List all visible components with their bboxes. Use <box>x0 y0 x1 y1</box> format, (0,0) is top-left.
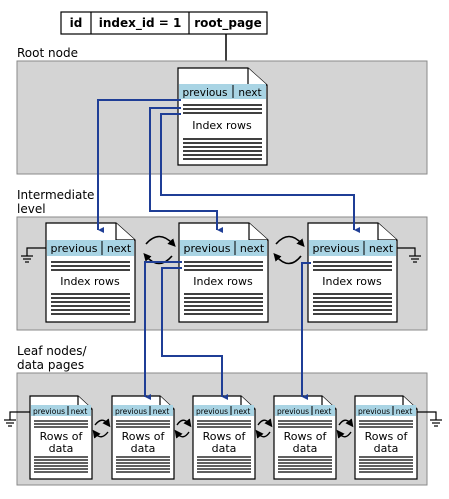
null-pointer-ground-icon <box>397 247 421 263</box>
rows-of-data-label-2: data <box>49 442 74 455</box>
null-pointer-ground-icon <box>21 247 46 263</box>
level-label-root: Root node <box>17 46 78 60</box>
page-header <box>275 405 335 416</box>
next-pointer-label: next <box>107 242 132 255</box>
next-pointer-label: next <box>234 407 251 416</box>
null-pointer-ground-icon <box>4 411 30 427</box>
sibling-link-icon <box>255 418 273 439</box>
intermediate-page-1: previous next Index rows <box>45 222 136 323</box>
leaf-page-3: previous next Rows of data <box>192 395 256 480</box>
pointer-arrow <box>144 261 182 397</box>
previous-pointer-label: previous <box>50 242 97 255</box>
previous-pointer-label: previous <box>196 407 228 416</box>
page-header <box>31 405 91 416</box>
index-rows-label: Index rows <box>193 275 253 288</box>
level-label-leaf-2: data pages <box>17 358 84 372</box>
pointer-arrow <box>301 262 311 397</box>
rows-of-data-label: Rows of <box>284 430 328 443</box>
level-label-intermediate: Intermediate <box>17 188 94 202</box>
level-label-intermediate-2: level <box>17 202 46 216</box>
rows-of-data-label-2: data <box>374 442 399 455</box>
next-pointer-label: next <box>369 242 394 255</box>
rows-of-data-label-2: data <box>131 442 156 455</box>
page-header <box>309 240 396 256</box>
sibling-link-icon <box>92 418 111 439</box>
page-header <box>179 84 266 99</box>
root-page: previous next Index rows <box>177 67 268 166</box>
rows-of-data-label: Rows of <box>122 430 166 443</box>
previous-pointer-label: previous <box>33 407 65 416</box>
sibling-link-icon <box>174 418 192 439</box>
intermediate-page-3: previous next Index rows <box>307 222 398 323</box>
next-pointer-label: next <box>315 407 332 416</box>
pointer-arrow <box>149 107 217 230</box>
previous-pointer-label: previous <box>115 407 147 416</box>
rows-of-data-label: Rows of <box>40 430 84 443</box>
pointer-arrow <box>161 267 222 397</box>
pointer-arrow <box>160 113 354 230</box>
next-pointer-label: next <box>238 87 261 99</box>
previous-pointer-label: previous <box>183 242 230 255</box>
index-metadata-table: id index_id = 1 root_page <box>60 11 268 35</box>
leaf-page-2: previous next Rows of data <box>111 395 175 480</box>
page-header <box>180 240 267 256</box>
intermediate-page-2: previous next Index rows <box>178 222 269 323</box>
rows-of-data-label: Rows of <box>365 430 409 443</box>
sibling-link-icon <box>336 418 354 439</box>
table-cell-root-page: root_page <box>194 16 262 31</box>
sibling-link-icon <box>273 235 305 265</box>
leaf-page-5: previous next Rows of data <box>354 395 418 480</box>
table-cell-id: id <box>70 16 83 30</box>
next-pointer-label: next <box>396 407 413 416</box>
index-rows-label: Index rows <box>192 119 252 132</box>
rows-of-data-label-2: data <box>212 442 237 455</box>
page-header <box>356 405 416 416</box>
leaf-page-4: previous next Rows of data <box>273 395 337 480</box>
rows-of-data-label: Rows of <box>203 430 247 443</box>
sibling-link-icon <box>143 235 176 265</box>
level-label-leaf: Leaf nodes/ <box>17 344 87 358</box>
next-pointer-label: next <box>153 407 170 416</box>
rows-of-data-label-2: data <box>293 442 318 455</box>
index-rows-label: Index rows <box>60 275 120 288</box>
next-pointer-label: next <box>71 407 88 416</box>
previous-pointer-label: previous <box>312 242 359 255</box>
page-header <box>47 240 134 256</box>
previous-pointer-label: previous <box>358 407 390 416</box>
leaf-page-1: previous next Rows of data <box>29 395 93 480</box>
pointer-arrow <box>97 99 181 230</box>
previous-pointer-label: previous <box>183 87 228 99</box>
next-pointer-label: next <box>240 242 265 255</box>
page-header <box>194 405 254 416</box>
null-pointer-ground-icon <box>417 411 442 427</box>
table-cell-index-id: index_id = 1 <box>99 16 182 31</box>
page-header <box>113 405 173 416</box>
previous-pointer-label: previous <box>277 407 309 416</box>
index-rows-label: Index rows <box>322 275 382 288</box>
